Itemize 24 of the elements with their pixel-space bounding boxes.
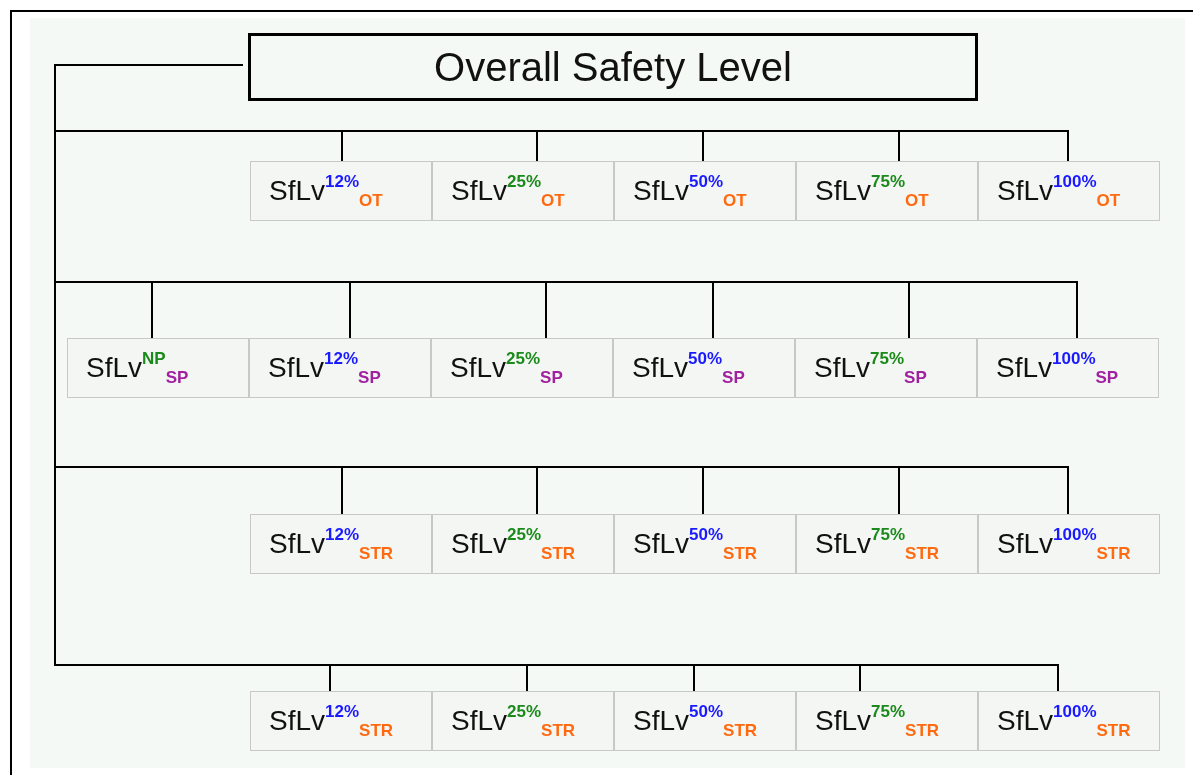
level-box — [614, 161, 796, 221]
level-box — [250, 514, 432, 574]
root-label: Overall Safety Level — [434, 44, 792, 90]
level-box — [978, 161, 1160, 221]
connector-line — [54, 64, 1059, 692]
level-box — [795, 338, 977, 398]
level-box — [614, 514, 796, 574]
level-box — [613, 338, 795, 398]
level-box — [796, 691, 978, 751]
level-box — [977, 338, 1159, 398]
level-box — [431, 338, 613, 398]
level-box — [614, 691, 796, 751]
level-box — [432, 691, 614, 751]
level-box — [978, 514, 1160, 574]
level-box — [249, 338, 431, 398]
level-box — [432, 514, 614, 574]
level-box — [67, 338, 249, 398]
level-box — [432, 161, 614, 221]
level-box — [250, 161, 432, 221]
level-box — [796, 514, 978, 574]
level-box — [250, 691, 432, 751]
root-box — [248, 33, 978, 101]
level-box — [978, 691, 1160, 751]
level-box — [796, 161, 978, 221]
